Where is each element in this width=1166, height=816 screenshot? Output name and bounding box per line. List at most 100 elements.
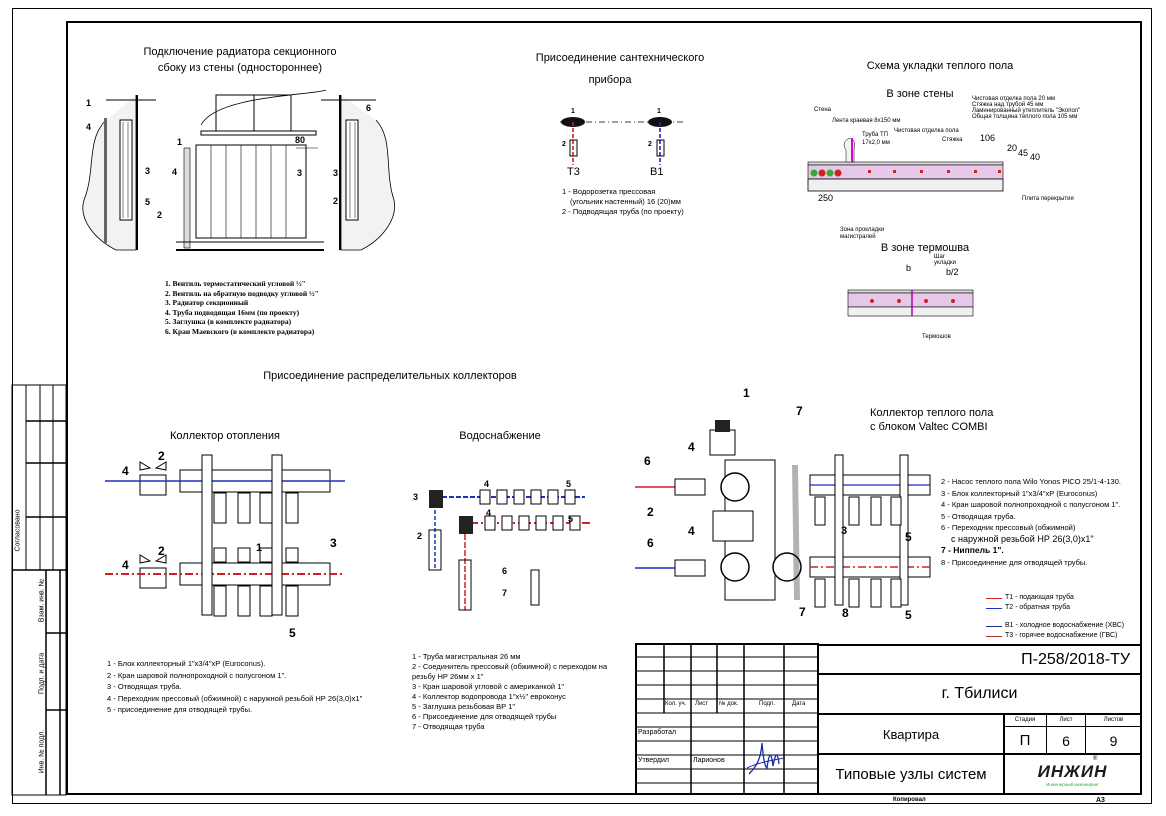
heating-callout-3: 3: [330, 536, 337, 550]
dim-250: 250: [818, 193, 834, 203]
heating-callout-1: 1: [256, 542, 263, 554]
fixture-drawing: [560, 117, 685, 165]
object-name: Квартира: [817, 713, 1005, 755]
legend-item: 4 - Коллектор водопровода 1"х½" еврокону…: [412, 692, 566, 701]
sheet-label: Лист: [1046, 713, 1086, 727]
approver-name: Ларионов: [693, 757, 725, 764]
inv-orig-label: Инв. № подл.: [38, 729, 46, 774]
city: г. Тбилиси: [817, 673, 1142, 715]
fc-callout-2: 2: [647, 505, 654, 519]
legend-item: (угольник настенный) 16 (20)мм: [570, 197, 681, 206]
heating-drawing: [105, 454, 345, 617]
label-pipe: Труба ТП: [862, 132, 888, 138]
copied-label: Копировал: [893, 797, 926, 803]
callout-4: 4: [86, 122, 92, 132]
callout-2b: 2: [333, 196, 339, 206]
logo-text: ИНЖИН: [1037, 761, 1108, 781]
pipe-legend-label: В1 - холодное водоснабжение (ХВС): [1005, 622, 1125, 629]
label-pipe-size: 17х2,0 мм: [862, 140, 890, 146]
pipe-legend-item: Т2 - обратная труба: [986, 603, 1124, 613]
registered-icon: ®: [1093, 756, 1098, 762]
inv-replace-label: Взам. инв. №: [38, 578, 46, 623]
label-tape: Лента краевая 8х150 мм: [832, 118, 901, 124]
legend-item: 5 - Отводящая труба.: [941, 511, 1016, 521]
callout-3: 3: [145, 166, 151, 176]
legend-item: 1 - Водорозетка прессовая: [562, 187, 656, 196]
floor-subtitle-joint: В зоне термошва: [880, 242, 970, 254]
sheets-value: 9: [1085, 726, 1142, 755]
water-legend: 1 - Труба магистральная 26 мм 2 - Соедин…: [412, 652, 607, 732]
fc-callout-7a: 7: [796, 404, 803, 418]
legend-item: 3 - Кран шаровой угловой с американкой 1…: [412, 682, 565, 691]
stage-value: П: [1003, 726, 1047, 755]
callout-6: 6: [366, 103, 372, 113]
legend-item: 6. Кран Маевского (в комплекте радиатора…: [165, 326, 315, 336]
legend-item: 5 - присоединение для отводящей трубы.: [107, 705, 253, 714]
dimension-80: 80: [295, 135, 306, 145]
water-callout-5a: 5: [566, 479, 572, 489]
fixture-callout-2a: 2: [562, 141, 566, 148]
legend-item: 6 - Присоединение для отводящей трубы: [412, 712, 557, 721]
floor-title: Схема укладки теплого пола: [866, 60, 1014, 72]
heating-callout-2b: 2: [158, 544, 165, 558]
pipe-color-swatch: [986, 635, 1002, 637]
water-callout-6: 6: [502, 566, 508, 576]
callout-2: 2: [157, 210, 163, 220]
label-joint: Термошов: [922, 334, 951, 340]
floor-collector-title-2: с блоком Valtec COMBI: [870, 421, 988, 433]
pipe-legend-label: Т3 - горячее водоснабжение (ГВС): [1005, 632, 1118, 639]
legend-item: 6 - Переходник прессовый (обжимной): [941, 523, 1076, 532]
floor-wall-drawing: [807, 138, 1004, 192]
signature: [746, 742, 786, 775]
heating-callout-4b: 4: [122, 558, 129, 572]
label-wall: Стена: [814, 107, 832, 113]
fixture-callout-2b: 2: [648, 141, 652, 148]
fc-callout-6b: 6: [647, 536, 654, 550]
dim-b: b: [906, 263, 912, 273]
pipe-legend-item: Т1 - подающая труба: [986, 593, 1124, 603]
fc-callout-4a: 4: [688, 440, 695, 454]
radiator-title-1: Подключение радиатора секционного: [143, 46, 337, 58]
legend-item: 7 - Ниппель 1".: [941, 545, 1004, 555]
stage-label: Стадия: [1003, 713, 1047, 727]
label-b1: В1: [650, 166, 664, 178]
radiator-drawing: [82, 89, 395, 251]
label-zone: Зона прокладки: [840, 227, 885, 233]
callout-3c: 3: [333, 168, 339, 178]
pipe-color-swatch: [986, 607, 1002, 609]
label-step: Шаг: [934, 254, 946, 260]
label-step2: укладки: [934, 260, 957, 266]
heating-callout-2a: 2: [158, 449, 165, 463]
fc-callout-1: 1: [743, 386, 750, 400]
floor-subtitle-wall: В зоне стены: [886, 88, 954, 100]
fc-callout-8: 8: [842, 606, 849, 620]
dim-20: 20: [1007, 143, 1018, 153]
label-t3: Т3: [567, 166, 580, 178]
fc-callout-3: 3: [841, 525, 848, 537]
sheet-value: 6: [1046, 726, 1086, 755]
label-finish: Чистовая отделка пола: [894, 128, 959, 134]
note: Чистовая отделка пола 20 мм: [972, 96, 1055, 102]
water-drawing: [428, 489, 590, 611]
header-date: Дата: [792, 701, 806, 707]
radiator-legend: 1. Вентиль термостатический угловой ½" 2…: [165, 279, 319, 336]
heating-callout-4a: 4: [122, 464, 129, 478]
sign-date-label: Подп. и дата: [38, 652, 46, 695]
legend-item: 5 - Заглушка резьбовая ВР 1": [412, 702, 516, 711]
legend-item: 5. Заглушка (в комплекте радиатора): [165, 317, 292, 326]
drawing-frame: [66, 21, 1142, 795]
dim-106: 106: [980, 133, 996, 143]
fc-callout-6a: 6: [644, 454, 651, 468]
approved-label: Утвердил: [638, 757, 669, 764]
legend-item: 3. Радиатор секционный: [165, 298, 249, 307]
legend-item: с наружной резьбой НР 26(3,0)х1": [951, 533, 1094, 544]
sheet-title: Типовые узлы систем: [817, 753, 1005, 795]
pipe-legend-label: Т2 - обратная труба: [1005, 604, 1070, 611]
pipe-color-swatch: [986, 597, 1002, 599]
heating-callout-5: 5: [289, 626, 296, 640]
water-callout-2: 2: [417, 531, 423, 541]
callout-3b: 3: [297, 168, 303, 178]
fc-callout-5a: 5: [905, 530, 912, 544]
title-block-grid: [635, 643, 819, 795]
callout-1b: 1: [177, 137, 183, 147]
